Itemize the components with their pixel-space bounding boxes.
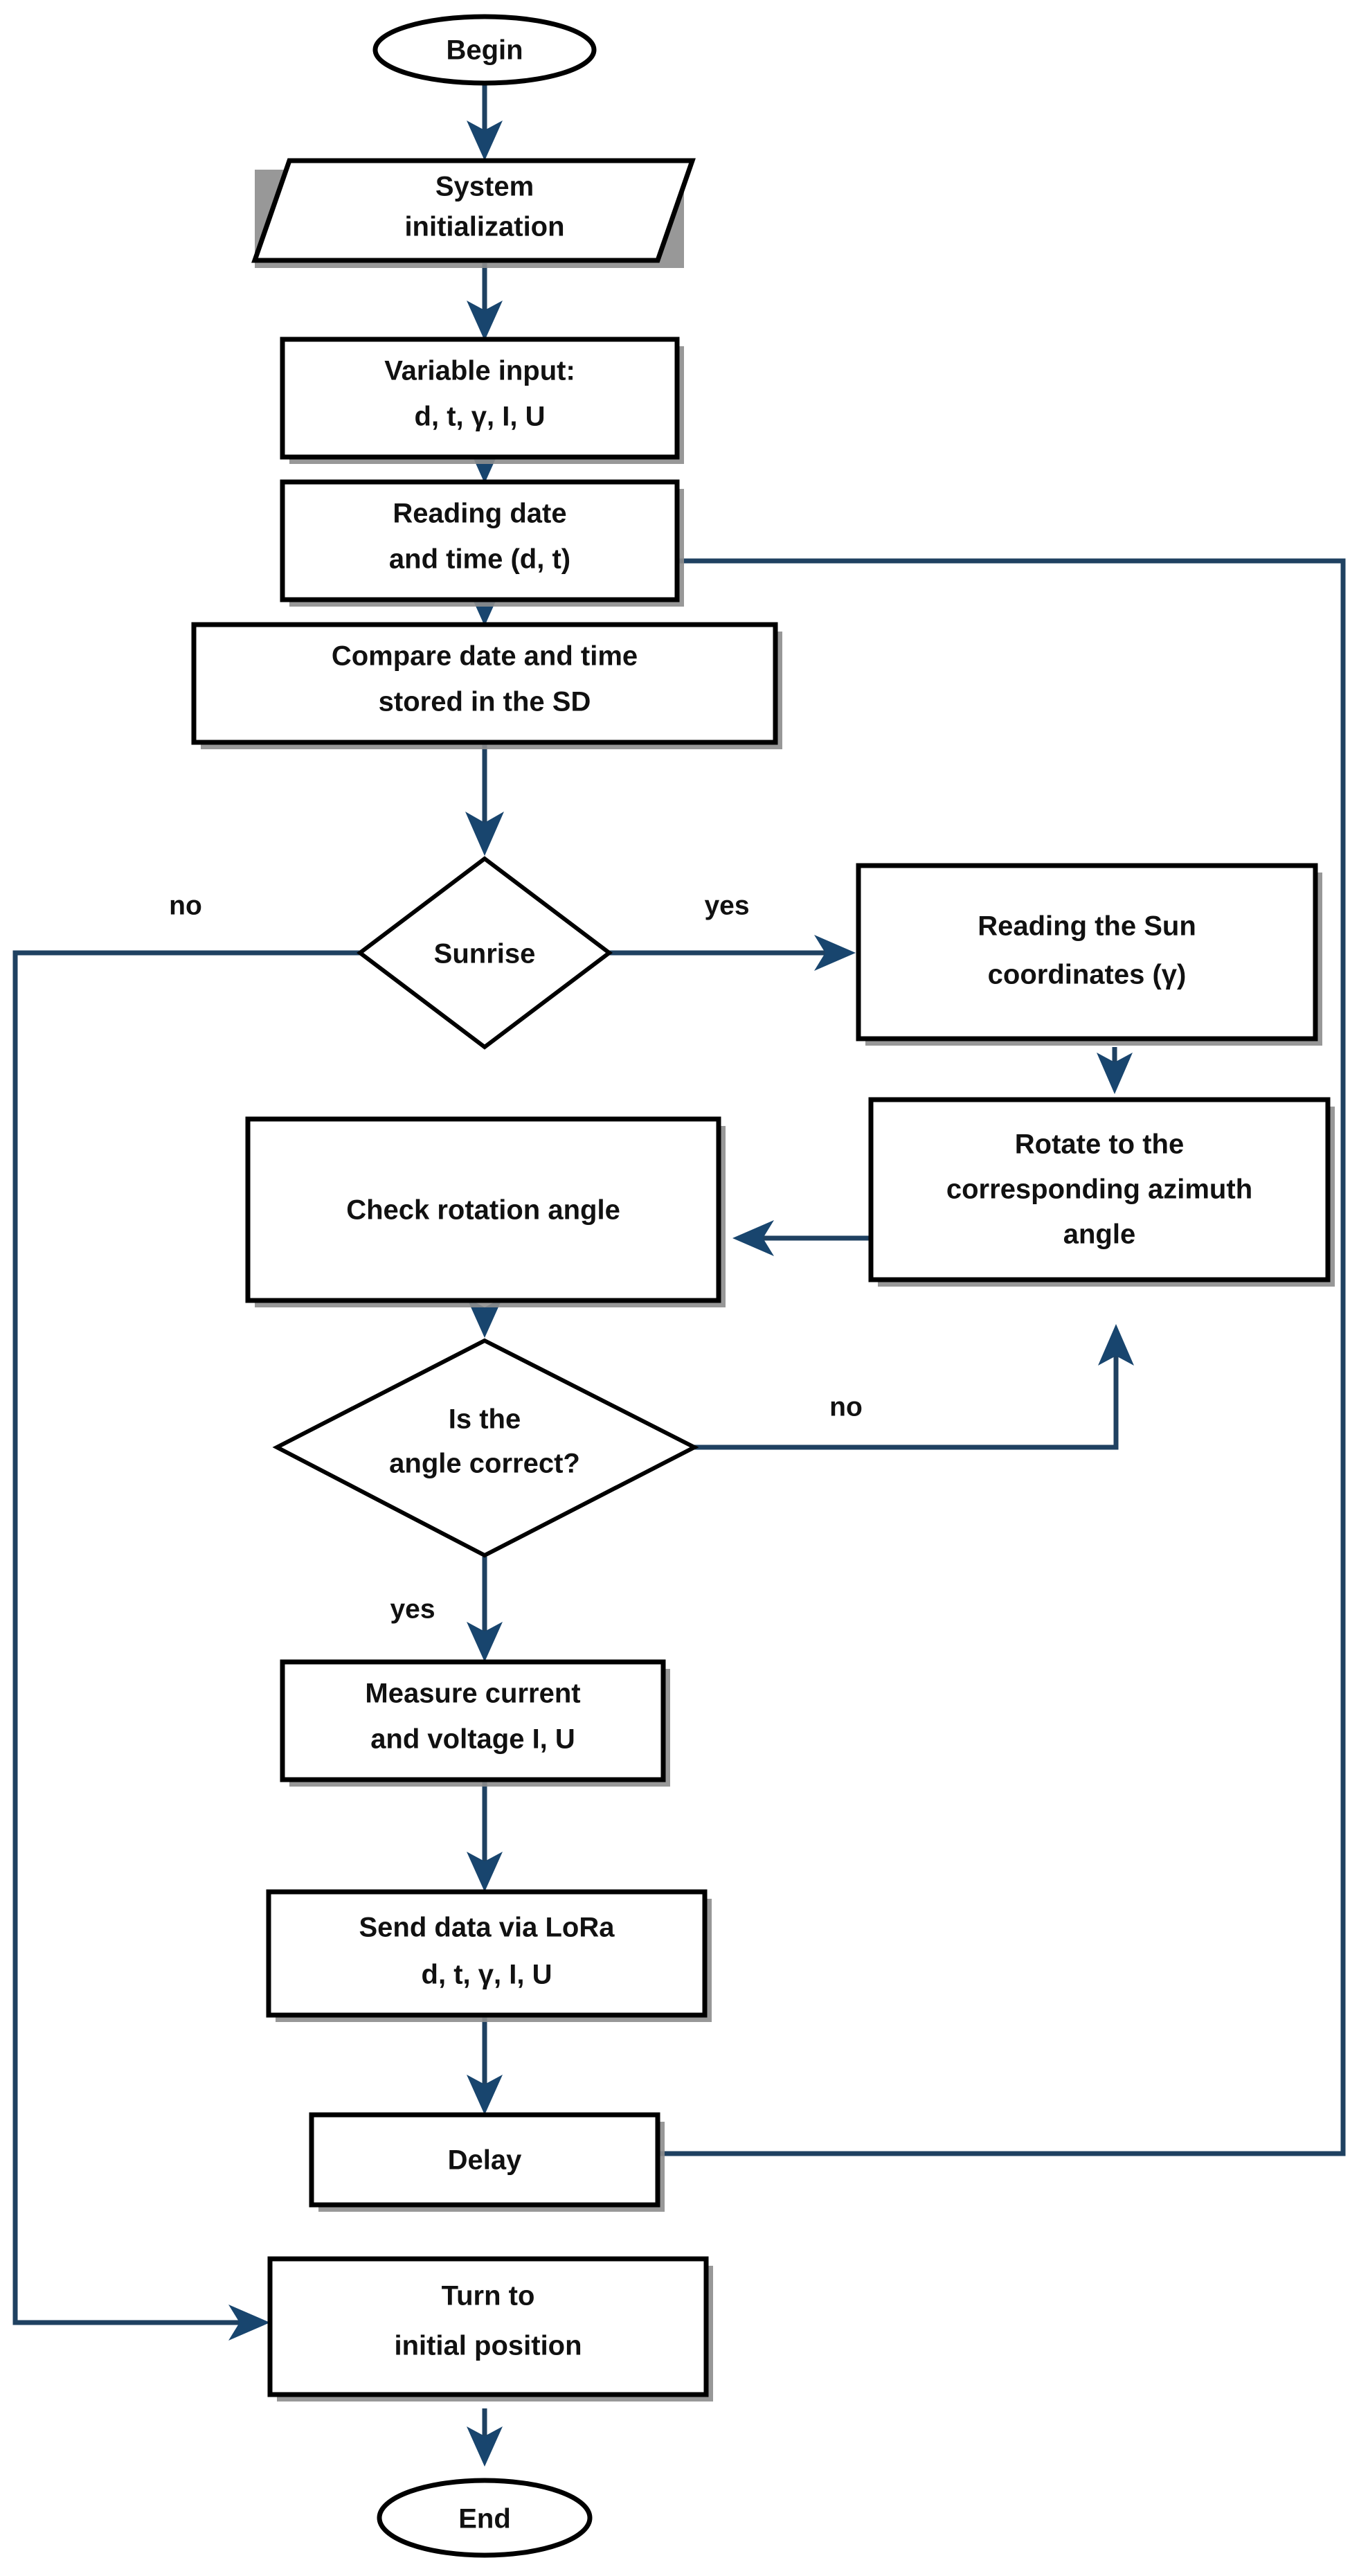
node-angle-decision-label-line1: Is the [449, 1404, 521, 1435]
node-rotate-azimuth-label-line2: corresponding azimuth [946, 1174, 1252, 1205]
edge-label-angle-yes: yes [390, 1594, 435, 1624]
node-angle-decision-label-line2: angle correct? [389, 1449, 580, 1479]
node-measure-iv[interactable]: Measure current and voltage I, U [280, 1659, 670, 1787]
node-turn-initial-label-line1: Turn to [442, 2281, 535, 2311]
edge-turn-initial-to-end [467, 2408, 503, 2467]
node-begin[interactable]: Begin [372, 14, 597, 86]
node-reading-sun-coords[interactable]: Reading the Sun coordinates (γ) [856, 863, 1322, 1046]
node-compare-datetime-label-line1: Compare date and time [332, 641, 638, 672]
node-system-init-label-line2: initialization [404, 212, 564, 242]
node-send-lora-label-line2: d, t, γ, I, U [422, 1960, 552, 1990]
node-send-lora-label-line1: Send data via LoRa [359, 1913, 615, 1943]
edge-system-init-to-variable-input [467, 263, 503, 341]
edge-compare-to-sunrise [465, 741, 504, 856]
node-reading-sun-label-line2: coordinates (γ) [988, 960, 1187, 990]
node-reading-datetime-label-line2: and time (d, t) [389, 544, 570, 575]
node-check-rotation-angle[interactable]: Check rotation angle [245, 1116, 726, 1307]
node-measure-iv-label-line2: and voltage I, U [370, 1724, 575, 1755]
node-sunrise-decision[interactable]: Sunrise [357, 856, 613, 1050]
node-sunrise-label: Sunrise [434, 939, 536, 969]
node-system-init[interactable]: System initialization [251, 158, 696, 268]
node-reading-datetime-label-line1: Reading date [393, 499, 566, 529]
node-angle-decision[interactable]: Is the angle correct? [272, 1338, 699, 1558]
node-compare-datetime[interactable]: Compare date and time stored in the SD [191, 622, 782, 749]
edge-send-lora-to-delay [467, 2008, 503, 2115]
node-reading-sun-label-line1: Reading the Sun [978, 911, 1196, 942]
edge-label-sunrise-yes: yes [704, 891, 749, 920]
node-end[interactable]: End [377, 2478, 593, 2558]
edge-delay-to-reading-datetime-loop [620, 543, 1346, 2156]
node-delay-label: Delay [448, 2145, 522, 2176]
node-delay[interactable]: Delay [309, 2112, 665, 2212]
edge-check-angle-to-decision [467, 1298, 503, 1338]
node-check-rotation-angle-label: Check rotation angle [346, 1195, 620, 1226]
node-rotate-azimuth-label-line1: Rotate to the [1015, 1129, 1184, 1160]
node-system-init-label-line1: System [435, 172, 534, 202]
node-begin-label: Begin [446, 35, 523, 66]
node-variable-input-label-line2: d, t, γ, I, U [415, 402, 546, 432]
node-end-label: End [458, 2504, 511, 2534]
edge-rotate-to-check-angle [732, 1220, 871, 1256]
node-turn-initial[interactable]: Turn to initial position [267, 2256, 713, 2401]
node-rotate-azimuth[interactable]: Rotate to the corresponding azimuth angl… [868, 1097, 1335, 1287]
edge-reading-sun-to-rotate [1097, 1047, 1133, 1094]
node-measure-iv-label-line1: Measure current [365, 1679, 580, 1709]
node-turn-initial-label-line2: initial position [394, 2331, 582, 2361]
edge-measure-to-send-lora [467, 1777, 503, 1892]
edge-angle-yes-to-measure [467, 1557, 503, 1662]
edge-label-sunrise-no: no [169, 891, 202, 920]
edge-label-angle-no: no [829, 1392, 863, 1422]
edge-angle-no-to-rotate [694, 1324, 1134, 1450]
node-rotate-azimuth-label-line3: angle [1063, 1219, 1135, 1250]
edge-sunrise-no-to-turn-initial [12, 950, 360, 2341]
node-send-lora[interactable]: Send data via LoRa d, t, γ, I, U [266, 1889, 712, 2022]
edge-sunrise-yes-to-reading-sun [609, 935, 856, 971]
node-compare-datetime-label-line2: stored in the SD [379, 687, 591, 717]
node-variable-input[interactable]: Variable input: d, t, γ, I, U [280, 337, 684, 464]
node-reading-datetime[interactable]: Reading date and time (d, t) [280, 479, 684, 607]
node-variable-input-label-line1: Variable input: [384, 356, 575, 386]
